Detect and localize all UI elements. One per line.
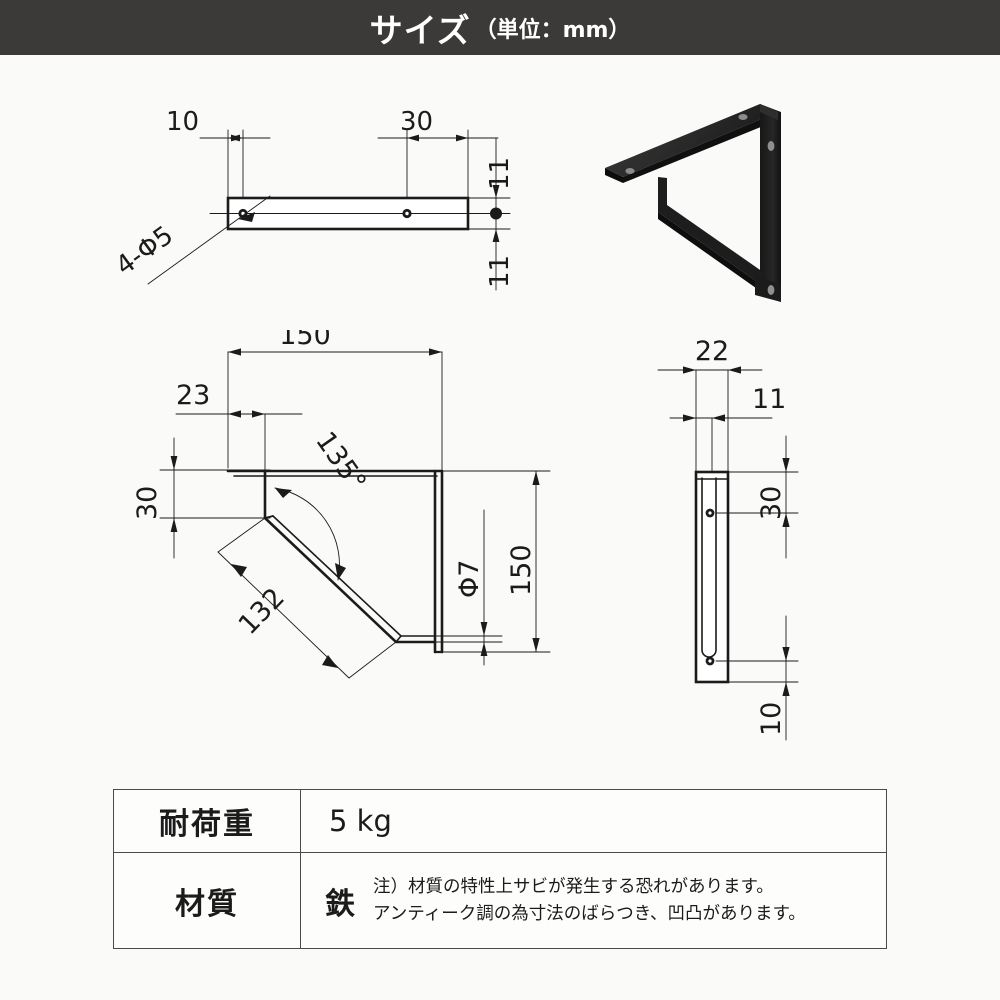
side-view-profile: 22 11 30 10 (657, 336, 799, 741)
dim-label-132: 132 (233, 582, 291, 641)
dim-label-4-phi5: 4-Φ5 (110, 220, 179, 281)
spec-label-load: 耐荷重 (113, 789, 301, 853)
front-view-elevation: 150 23 30 135° 132 Φ7 150 (132, 330, 551, 679)
dim-label-30-height: 30 (132, 486, 163, 520)
dim-label-11-top: 11 (485, 157, 515, 190)
dim-label-135-degrees: 135° (309, 426, 372, 497)
spec-value-material-cell: 鉄 注）材質の特性上サビが発生する恐れがあります。 アンティーク調の為寸法のばら… (300, 852, 887, 949)
spec-table: 耐荷重 5 kg 材質 鉄 注）材質の特性上サビが発生する恐れがあります。 アン… (113, 789, 887, 949)
bracket-product-photo (605, 104, 781, 302)
dim-label-10: 10 (166, 107, 199, 137)
table-row: 材質 鉄 注）材質の特性上サビが発生する恐れがあります。 アンティーク調の為寸法… (113, 852, 887, 949)
dim-label-10-side: 10 (756, 702, 787, 736)
spec-label-material: 材質 (113, 852, 301, 949)
header-bar: サイズ （単位：mm） (0, 0, 1000, 55)
spec-value-material: 鉄 (325, 886, 355, 922)
dim-label-11-bottom: 11 (485, 255, 515, 288)
spec-material-note-line-2: アンティーク調の為寸法のばらつき、凹凸があります。 (373, 903, 806, 924)
spec-material-note-line-1: 注）材質の特性上サビが発生する恐れがあります。 (373, 877, 774, 898)
dim-label-22: 22 (695, 336, 729, 367)
dim-label-30-side: 30 (756, 486, 787, 520)
dim-label-150-width: 150 (279, 330, 331, 351)
dim-label-150-height: 150 (506, 544, 537, 596)
page-title-unit: （単位：mm） (474, 17, 631, 43)
spec-value-load: 5 kg (300, 789, 887, 853)
top-view-plan: 10 30 11 11 4-Φ5 (110, 107, 515, 291)
table-row: 耐荷重 5 kg (113, 789, 887, 853)
dim-label-30: 30 (400, 107, 433, 137)
page-title: サイズ (369, 10, 471, 50)
dim-label-23: 23 (176, 380, 210, 411)
dim-label-phi7: Φ7 (454, 560, 485, 598)
dim-label-11-side: 11 (752, 384, 786, 415)
spec-material-note: 注）材質の特性上サビが発生する恐れがあります。 アンティーク調の為寸法のばらつき… (373, 874, 806, 927)
